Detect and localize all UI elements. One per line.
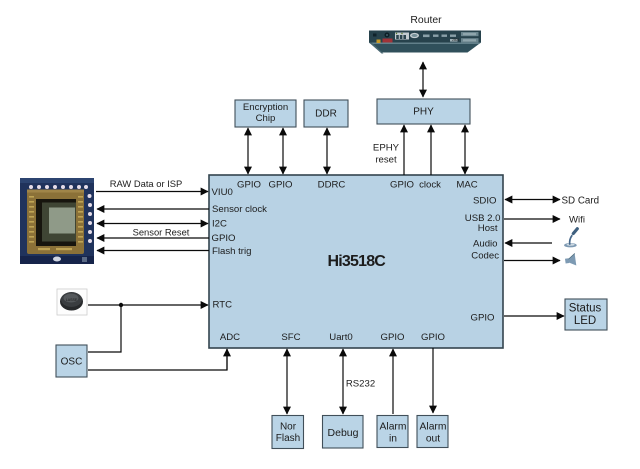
svg-text:SDIO: SDIO (473, 196, 496, 207)
svg-text:Status: Status (569, 303, 602, 315)
svg-text:GPIO: GPIO (212, 233, 236, 244)
svg-text:SD Card: SD Card (562, 196, 600, 207)
svg-text:RS232: RS232 (346, 379, 375, 390)
svg-text:GPIO: GPIO (471, 313, 495, 324)
svg-text:OSC: OSC (61, 357, 83, 368)
svg-text:Sensor clock: Sensor clock (212, 204, 267, 215)
svg-text:Nor: Nor (280, 421, 297, 432)
svg-text:I2C: I2C (212, 219, 227, 230)
svg-text:SFC: SFC (281, 332, 300, 343)
svg-text:Wifi: Wifi (569, 215, 585, 226)
svg-text:GPIO: GPIO (237, 180, 261, 191)
svg-text:out: out (426, 433, 440, 444)
svg-text:Alarm: Alarm (420, 422, 447, 433)
svg-text:Sensor Reset: Sensor Reset (133, 227, 190, 238)
svg-text:Host: Host (478, 223, 498, 234)
svg-text:clock: clock (419, 180, 441, 191)
svg-text:RAW Data or ISP: RAW Data or ISP (110, 178, 183, 189)
svg-text:DDRC: DDRC (318, 180, 346, 191)
svg-text:DDR: DDR (315, 109, 337, 120)
svg-text:Hi3518C: Hi3518C (328, 253, 387, 270)
svg-text:LED: LED (574, 315, 596, 327)
svg-text:GPIO: GPIO (421, 332, 445, 343)
svg-text:LASSE: LASSE (66, 298, 78, 302)
svg-text:PHY: PHY (413, 107, 434, 118)
svg-text:Uart0: Uart0 (329, 332, 352, 343)
svg-text:ADC: ADC (220, 332, 240, 343)
svg-text:Audio: Audio (473, 239, 498, 250)
svg-text:Encryption: Encryption (243, 102, 288, 113)
svg-text:RTC: RTC (213, 300, 233, 311)
svg-text:reset: reset (375, 155, 397, 166)
svg-text:VIU0: VIU0 (212, 187, 233, 198)
svg-text:2500: 2500 (452, 38, 459, 42)
svg-text:Router: Router (410, 15, 442, 26)
svg-text:GPIO: GPIO (381, 332, 405, 343)
svg-text:Codec: Codec (471, 251, 499, 262)
svg-text:in: in (389, 433, 397, 444)
svg-text:Flash: Flash (276, 433, 300, 444)
svg-text:Flash trig: Flash trig (212, 246, 251, 257)
svg-text:GPIO: GPIO (390, 180, 414, 191)
svg-text:EPHY: EPHY (373, 143, 400, 154)
svg-text:GPIO: GPIO (269, 180, 293, 191)
svg-text:MAC: MAC (456, 180, 477, 191)
svg-text:Alarm: Alarm (380, 422, 407, 433)
svg-text:USB 2.0: USB 2.0 (465, 213, 501, 224)
svg-text:Debug: Debug (328, 427, 359, 439)
svg-text:Chip: Chip (256, 113, 276, 124)
